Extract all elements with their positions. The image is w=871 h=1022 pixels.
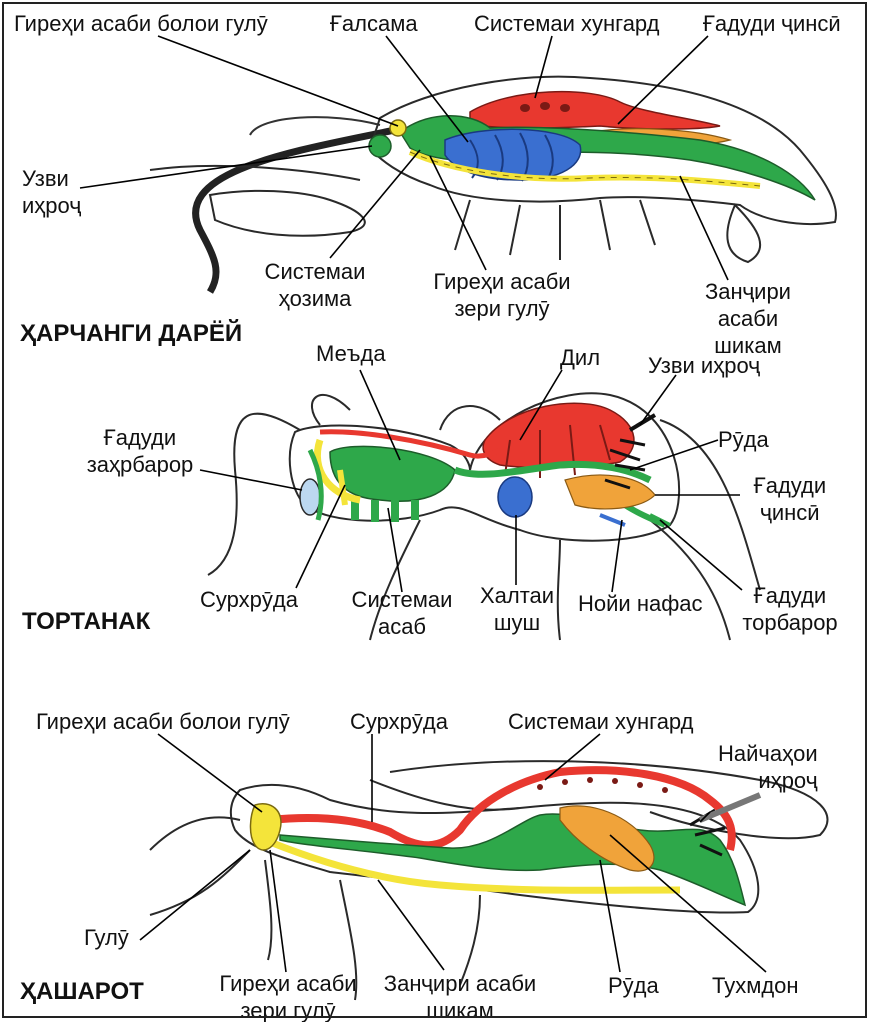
insect-label-ovary: Тухмдон: [712, 972, 799, 999]
crayfish-label-gonad: Ғадуди ҷинсӣ: [703, 10, 841, 37]
crayfish-title: ҲАРЧАНГИ ДАРЁЙ: [20, 320, 242, 348]
insect-label-ventral-nerve-cord: Занҷири асаби шикам: [384, 970, 536, 1022]
spider-heart: [483, 403, 634, 467]
insect-label-circulatory-system: Системаи хунгард: [508, 708, 694, 735]
crayfish-label-ventral-nerve-cord: Занҷири асаби шикам: [687, 278, 810, 359]
crayfish-leaders: [80, 36, 728, 280]
spider-label-trachea: Нойи нафас: [578, 590, 703, 617]
crayfish-label-supraesophageal-ganglion: Гиреҳи асаби болои гулӯ: [14, 10, 268, 37]
insect-label-pharynx: Гулӯ: [84, 924, 129, 951]
crayfish-gills: [445, 129, 581, 180]
crayfish-label-excretory-organ: Узви иҳроҷ: [22, 165, 81, 219]
crayfish-heart: [470, 92, 720, 129]
spider-label-venom-gland: Ғадуди заҳрбарор: [87, 424, 194, 478]
spider-book-lung: [498, 477, 532, 517]
spider-label-stomach: Меъда: [316, 340, 386, 367]
insect-label-esophagus: Сурхрӯда: [350, 708, 448, 735]
spider-leaders: [200, 370, 742, 592]
spider-label-heart: Дил: [560, 344, 600, 371]
crayfish-label-gills: Ғалсама: [330, 10, 418, 37]
spider-label-nervous-system: Системаи асаб: [352, 586, 453, 640]
spider-stomach: [330, 446, 455, 501]
crayfish-label-subesophageal-ganglion: Гиреҳи асаби зери гулӯ: [433, 268, 570, 322]
spider-label-book-lung: Халтаи шуш: [480, 582, 554, 636]
insect-title: ҲАШАРОТ: [20, 978, 144, 1006]
spider-label-excretory-organ: Узви иҳроҷ: [648, 352, 760, 379]
spider-venom-gland: [300, 479, 320, 515]
insect-drawing: [150, 761, 828, 1000]
insect-label-excretory-tubes: Найчаҳои иҳроҷ: [718, 740, 818, 794]
spider-label-silk-gland: Ғадуди торбарор: [742, 582, 837, 636]
insect-label-subesophageal-ganglion: Гиреҳи асаби зери гулӯ: [219, 970, 356, 1022]
crayfish-brain: [390, 120, 406, 136]
insect-label-supraesophageal-ganglion: Гиреҳи асаби болои гулӯ: [36, 708, 290, 735]
spider-label-gonad: Ғадуди ҷинсӣ: [754, 472, 826, 526]
spider-label-intestine: Рӯда: [718, 426, 769, 453]
spider-label-esophagus: Сурхрӯда: [200, 586, 298, 613]
crayfish-drawing: [150, 77, 836, 292]
crayfish-green-gland: [369, 135, 391, 157]
spider-title: ТОРТАНАК: [22, 608, 150, 636]
insect-label-intestine: Рӯда: [608, 972, 659, 999]
crayfish-label-circulatory-system: Системаи хунгард: [474, 10, 660, 37]
crayfish-label-digestive-system: Системаи ҳозима: [265, 258, 366, 312]
